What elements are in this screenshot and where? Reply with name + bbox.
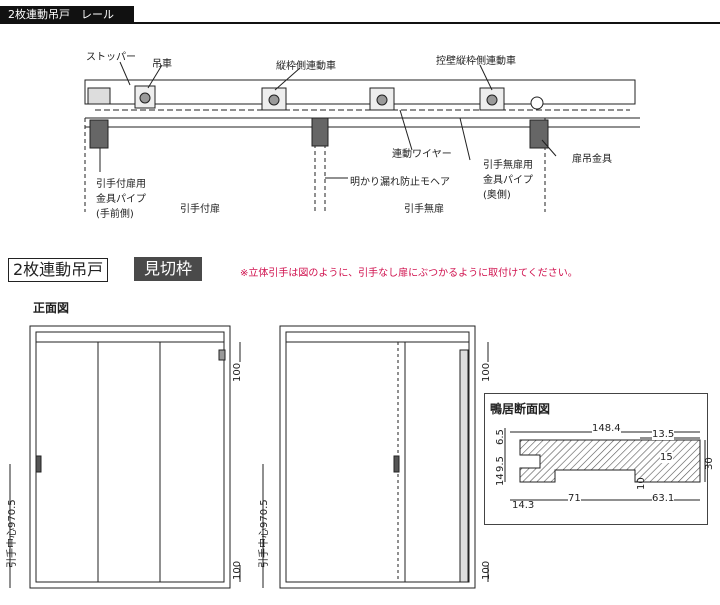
label-hanger-wheel: 吊車 — [152, 59, 172, 70]
label-frame-side-wheel: 縦枠側連動車 — [276, 61, 336, 72]
handle-door-bracket — [89, 119, 109, 149]
label-wall-frame-side-wheel: 控壁縦枠側連動車 — [436, 56, 516, 67]
label-light-leak-mohair: 明かり漏れ防止モヘア — [350, 177, 450, 188]
rail-diagram — [84, 61, 640, 212]
label-stopper: ストッパー — [86, 52, 136, 63]
front-view-right — [262, 325, 489, 589]
header-title: 2枚連動吊戸 レール — [0, 6, 134, 23]
left-dim-top: 100 — [232, 362, 243, 382]
dim-bottom-right: 63.1 — [652, 493, 675, 504]
stopper-part — [87, 87, 111, 105]
dim-left-a: 9.5 — [495, 456, 506, 472]
label-no-handle-door-pipe: 引手無扉用 金具パイプ (奥側) — [483, 160, 533, 201]
dim-top-left: 6.5 — [495, 429, 506, 445]
dim-bottom-mid: 71 — [568, 493, 581, 504]
right-dim-top: 100 — [481, 362, 492, 382]
label-no-handle-door: 引手無扉 — [404, 204, 444, 215]
left-dim-handle: 引手中心970.5 — [7, 499, 18, 568]
hanger-wheel-part — [134, 85, 156, 109]
wall-frame-wheel-part — [479, 87, 544, 111]
right-dim-handle: 引手中心970.5 — [259, 499, 270, 568]
install-note: ※立体引手は図のように、引手なし扉にぶつかるように取付けてください。 — [240, 268, 578, 279]
section-tag: 見切枠 — [134, 257, 203, 281]
label-handle-door-pipe: 引手付扉用 金具パイプ (手前側) — [96, 179, 146, 220]
dim-right-height: 30 — [704, 457, 715, 470]
cross-section-panel — [484, 393, 708, 525]
front-view-left — [9, 325, 241, 589]
left-dim-bottom: 100 — [232, 560, 243, 580]
center-bracket — [311, 117, 329, 147]
cross-section-title: 鴨居断面図 — [490, 402, 551, 416]
label-handle-door: 引手付扉 — [180, 204, 220, 215]
front-view-title: 正面図 — [33, 301, 70, 315]
label-door-hanger: 扉吊金具 — [572, 154, 612, 165]
frame-side-wheel-part — [261, 87, 287, 111]
dim-bottom-left: 14.3 — [512, 500, 535, 511]
right-dim-bottom: 100 — [481, 560, 492, 580]
header-rule — [0, 22, 720, 24]
dim-right-top: 13.5 — [652, 429, 675, 440]
middle-wheel-part — [369, 87, 395, 111]
rail-body — [84, 79, 636, 105]
dim-left-b: 14 — [495, 473, 506, 486]
dim-width: 148.4 — [592, 423, 621, 434]
label-wire: 連動ワイヤー — [392, 149, 452, 160]
dim-mid: 10 — [636, 477, 647, 490]
section-title: 2枚連動吊戸 — [8, 258, 109, 282]
dim-right-inner: 15 — [660, 452, 673, 463]
